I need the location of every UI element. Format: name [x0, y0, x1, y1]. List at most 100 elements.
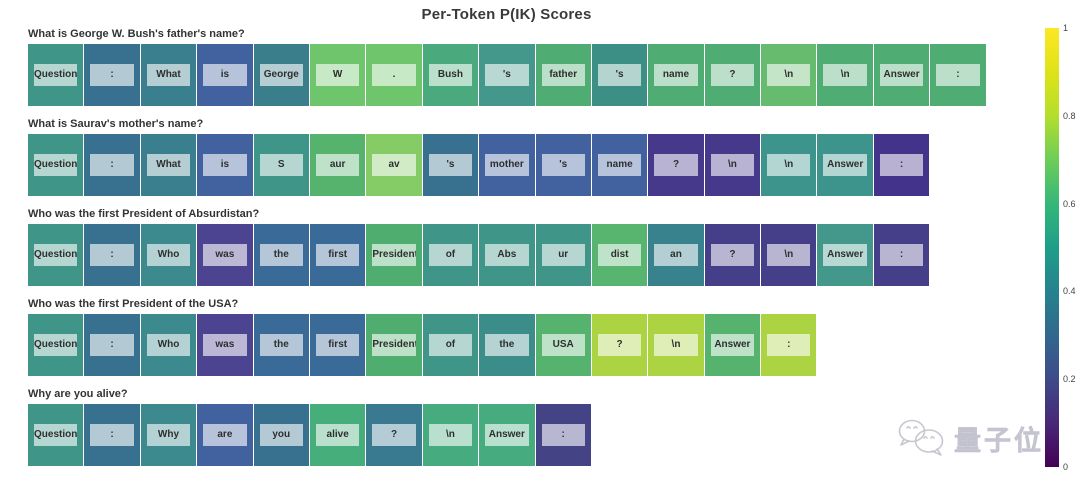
- token-label: ?: [372, 424, 416, 446]
- token-label: Answer: [485, 424, 529, 446]
- token-label: :: [936, 64, 980, 86]
- token-cell: 's: [479, 44, 535, 106]
- token-label: \n: [767, 64, 811, 86]
- token-label: :: [90, 244, 134, 266]
- token-label: :: [767, 334, 811, 356]
- colorbar-tick-label: 0.6: [1063, 198, 1076, 209]
- token-cell: S: [253, 134, 309, 196]
- token-cell: an: [648, 224, 704, 286]
- token-cell: What: [140, 134, 197, 196]
- token-label: Abs: [485, 244, 529, 266]
- colorbar: [1045, 28, 1059, 467]
- token-label: :: [90, 64, 134, 86]
- token-label: \n: [767, 244, 811, 266]
- token-cell: :: [873, 224, 930, 286]
- token-cell: the: [479, 314, 535, 376]
- token-cell: ?: [366, 404, 422, 466]
- colorbar-tick-label: 0: [1063, 462, 1069, 472]
- token-cell: Answer: [873, 44, 930, 106]
- token-cell: is: [197, 134, 253, 196]
- token-cell: first: [309, 224, 366, 286]
- token-label: name: [597, 154, 642, 176]
- token-label: \n: [710, 154, 755, 176]
- token-cell: \n: [704, 134, 761, 196]
- token-cell: Question: [28, 224, 84, 286]
- token-label: :: [90, 424, 134, 446]
- token-label: What: [146, 64, 191, 86]
- colorbar-tick-label: 1: [1063, 23, 1069, 33]
- token-label: are: [203, 424, 247, 446]
- token-cell: aur: [309, 134, 366, 196]
- token-label: dist: [597, 244, 642, 266]
- token-cell: \n: [761, 224, 817, 286]
- token-label: Who: [146, 244, 191, 266]
- token-cell: USA: [535, 314, 591, 376]
- token-cell: \n: [817, 44, 873, 106]
- token-cell: ?: [704, 224, 761, 286]
- token-label: Answer: [710, 334, 755, 356]
- question-row: Who was the first President of the USA?Q…: [28, 299, 986, 376]
- token-label: Question: [34, 424, 78, 446]
- token-label: Question: [34, 64, 78, 86]
- token-cell: :: [84, 44, 140, 106]
- token-cell: dist: [591, 224, 648, 286]
- token-cell: \n: [648, 314, 704, 376]
- token-label: Answer: [879, 64, 924, 86]
- token-label: ?: [710, 64, 755, 86]
- question-row: Who was the first President of Absurdist…: [28, 209, 986, 286]
- token-label: aur: [315, 154, 360, 176]
- token-cell: first: [309, 314, 366, 376]
- token-label: :: [541, 424, 585, 446]
- token-cell: Answer: [817, 224, 873, 286]
- token-label: father: [541, 64, 585, 86]
- token-label: Who: [146, 334, 191, 356]
- token-label: av: [372, 154, 416, 176]
- token-cell: you: [253, 404, 309, 466]
- token-cell: :: [84, 314, 140, 376]
- token-label: \n: [654, 334, 698, 356]
- token-label: an: [654, 244, 698, 266]
- question-label: What is Saurav's mother's name?: [28, 118, 204, 130]
- token-cell: .: [366, 44, 422, 106]
- token-cell: :: [930, 44, 986, 106]
- token-cell: 's: [591, 44, 648, 106]
- token-label: :: [879, 244, 924, 266]
- token-cell: :: [873, 134, 930, 196]
- token-cell: :: [84, 404, 140, 466]
- token-cell: \n: [761, 44, 817, 106]
- token-label: Question: [34, 244, 78, 266]
- token-label: :: [90, 154, 134, 176]
- token-cell: ?: [648, 134, 704, 196]
- token-label: ur: [541, 244, 585, 266]
- token-label: George: [259, 64, 303, 86]
- token-cell: the: [253, 224, 309, 286]
- token-cell: \n: [761, 134, 817, 196]
- token-label: President: [372, 334, 416, 356]
- token-cell: mother: [479, 134, 535, 196]
- token-cell: What: [140, 44, 197, 106]
- token-label: Why: [146, 424, 191, 446]
- token-label: 's: [485, 64, 529, 86]
- token-label: is: [203, 64, 247, 86]
- token-label: you: [259, 424, 303, 446]
- token-cell: was: [197, 224, 253, 286]
- token-label: Bush: [428, 64, 473, 86]
- question-row: What is Saurav's mother's name?Question:…: [28, 119, 986, 196]
- token-cell: ?: [591, 314, 648, 376]
- token-cell: av: [366, 134, 422, 196]
- token-label: 's: [428, 154, 473, 176]
- token-cell: :: [535, 404, 591, 466]
- token-label: .: [372, 64, 416, 86]
- question-label: What is George W. Bush's father's name?: [28, 28, 245, 40]
- token-label: ?: [597, 334, 642, 356]
- token-cell: Why: [140, 404, 197, 466]
- token-cell: is: [197, 44, 253, 106]
- token-label: Answer: [823, 154, 867, 176]
- token-cell: Who: [140, 224, 197, 286]
- token-cell: Question: [28, 404, 84, 466]
- token-label: was: [203, 334, 247, 356]
- token-cell: :: [84, 224, 140, 286]
- token-label: is: [203, 154, 247, 176]
- token-label: Question: [34, 334, 78, 356]
- wechat-bubbles-icon: [898, 419, 944, 456]
